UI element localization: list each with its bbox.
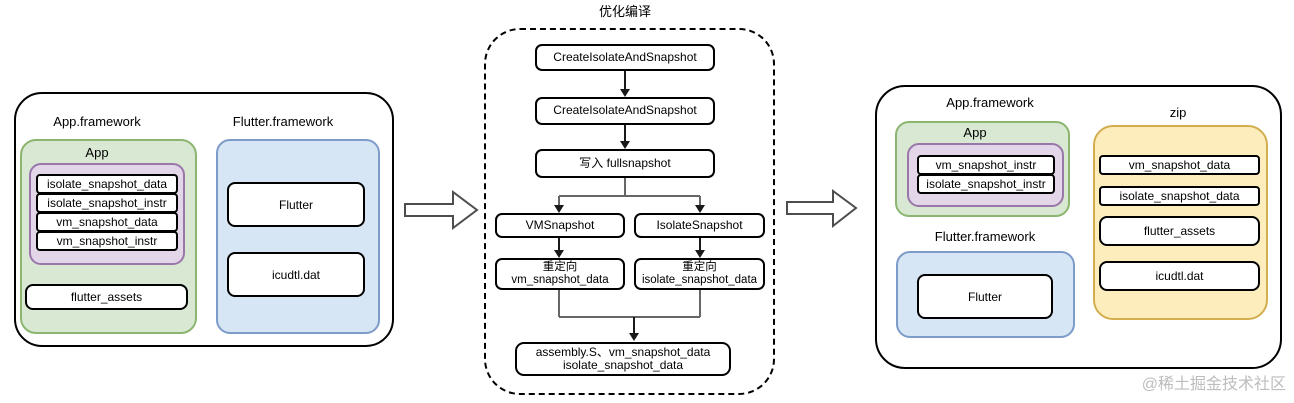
node-vm-snapshot: VMSnapshot	[495, 213, 625, 238]
right-app-group-label: App	[963, 125, 987, 140]
node-redirect-vm-line1: 重定向	[542, 260, 578, 273]
node-create-isolate-1: CreateIsolateAndSnapshot	[535, 44, 715, 71]
left-isolate-snapshot-instr-box: isolate_snapshot_instr	[36, 193, 178, 213]
node-create-isolate-2: CreateIsolateAndSnapshot	[535, 97, 715, 125]
node-assembly-output-line1: assembly.S、vm_snapshot_data	[535, 344, 711, 359]
right-app-framework-label: App.framework	[946, 95, 1034, 110]
node-redirect-isolate-line1: 重定向	[682, 260, 717, 273]
juejin-watermark: @稀土掘金技术社区	[1141, 376, 1286, 393]
left-isolate-snapshot-data-box: isolate_snapshot_data	[36, 174, 178, 194]
node-redirect-isolate: 重定向 isolate_snapshot_data	[634, 258, 765, 290]
node-redirect-vm: 重定向 vm_snapshot_data	[495, 258, 625, 290]
right-flutter-box: Flutter	[917, 274, 1053, 319]
pipeline-title: 优化编译	[598, 4, 651, 19]
right-isolate-snapshot-instr-box: isolate_snapshot_instr	[917, 174, 1055, 194]
pipeline-dashed-container	[484, 28, 775, 395]
node-isolate-snapshot: IsolateSnapshot	[634, 213, 765, 238]
left-flutter-box: Flutter	[227, 182, 365, 227]
right-isolate-snapshot-data-box: isolate_snapshot_data	[1099, 186, 1260, 206]
left-app-framework-label: App.framework	[53, 114, 141, 129]
right-zip-label: zip	[1169, 105, 1187, 120]
node-redirect-vm-line2: vm_snapshot_data	[511, 274, 609, 286]
left-vm-snapshot-instr-box: vm_snapshot_instr	[36, 231, 178, 251]
right-vm-snapshot-data-box: vm_snapshot_data	[1099, 155, 1260, 175]
left-flutter-framework-group	[216, 139, 380, 334]
node-assembly-output: assembly.S、vm_snapshot_data isolate_snap…	[515, 342, 731, 376]
left-app-group-label: App	[85, 145, 109, 160]
left-flutter-framework-label: Flutter.framework	[232, 114, 334, 129]
right-vm-snapshot-instr-box: vm_snapshot_instr	[917, 155, 1055, 175]
node-redirect-isolate-line2: isolate_snapshot_data	[641, 274, 758, 286]
right-icudtl-box: icudtl.dat	[1099, 261, 1260, 291]
left-icudtl-box: icudtl.dat	[227, 252, 365, 297]
node-assembly-output-line2: isolate_snapshot_data	[562, 358, 684, 372]
left-flutter-assets-box: flutter_assets	[25, 284, 188, 310]
left-vm-snapshot-data-box: vm_snapshot_data	[36, 212, 178, 232]
node-write-fullsnapshot: 写入 fullsnapshot	[535, 149, 715, 178]
right-flutter-framework-label: Flutter.framework	[934, 229, 1036, 244]
right-flutter-assets-box: flutter_assets	[1099, 216, 1260, 246]
